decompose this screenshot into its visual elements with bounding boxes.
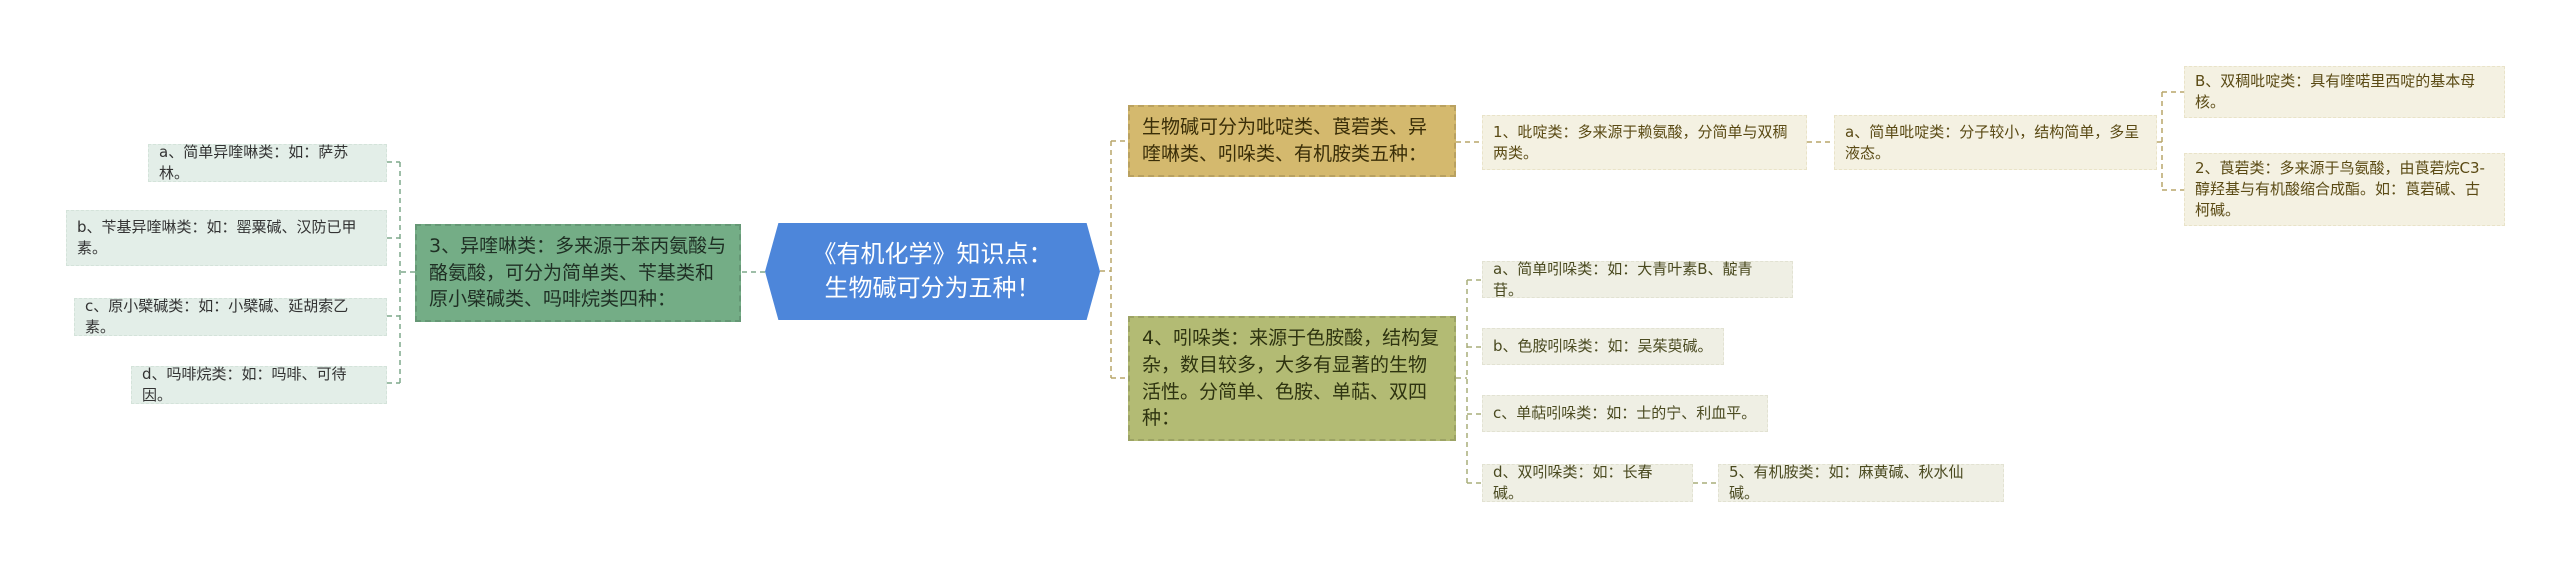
leaf-bis-indole[interactable]: d、双吲哚类：如：长春碱。 [1482,463,1693,502]
branch-isoquinoline[interactable]: 3、异喹啉类：多来源于苯丙氨酸与酪氨酸，可分为简单类、苄基类和原小檗碱类、吗啡烷… [415,224,741,322]
node-simple-pyridine[interactable]: a、简单吡啶类：分子较小，结构简单，多呈液态。 [1834,115,2157,170]
node-tropane[interactable]: 2、莨菪类：多来源于鸟氨酸，由莨菪烷C3-醇羟基与有机酸缩合成酯。如：莨菪碱、古… [2184,153,2505,226]
leaf-morphinan[interactable]: d、吗啡烷类：如：吗啡、可待因。 [131,365,387,404]
leaf-text: d、吗啡烷类：如：吗啡、可待因。 [142,365,347,404]
leaf-text: a、简单吲哚类：如：大青叶素B、靛青苷。 [1493,259,1753,299]
leaf-text: a、简单异喹啉类：如：萨苏林。 [159,143,349,182]
branch-five-types[interactable]: 生物碱可分为吡啶类、莨菪类、异喹啉类、吲哚类、有机胺类五种： [1128,105,1456,177]
branch-five-types-text: 生物碱可分为吡啶类、莨菪类、异喹啉类、吲哚类、有机胺类五种： [1142,116,1428,165]
branch-isoquinoline-text: 3、异喹啉类：多来源于苯丙氨酸与酪氨酸，可分为简单类、苄基类和原小檗碱类、吗啡烷… [429,235,727,311]
node-text: B、双稠吡啶类：具有喹喏里西啶的基本母核。 [2195,72,2476,111]
leaf-benzyl-isoquinoline[interactable]: b、苄基异喹啉类：如：罂粟碱、汉防已甲素。 [66,210,387,266]
leaf-text: d、双吲哚类：如：长春碱。 [1493,463,1653,502]
leaf-text: c、单萜吲哚类：如：士的宁、利血平。 [1493,404,1757,422]
leaf-text: c、原小檗碱类：如：小檗碱、延胡索乙素。 [85,297,349,336]
leaf-protoberberine[interactable]: c、原小檗碱类：如：小檗碱、延胡索乙素。 [74,297,387,336]
leaf-tryptamine-indole[interactable]: b、色胺吲哚类：如：吴茱萸碱。 [1482,328,1724,365]
node-organic-amines[interactable]: 5、有机胺类：如：麻黄碱、秋水仙碱。 [1718,463,2004,502]
leaf-simple-isoquinoline[interactable]: a、简单异喹啉类：如：萨苏林。 [148,143,387,182]
leaf-text: b、苄基异喹啉类：如：罂粟碱、汉防已甲素。 [77,218,357,257]
leaf-monoterpene-indole[interactable]: c、单萜吲哚类：如：士的宁、利血平。 [1482,395,1768,432]
node-text: a、简单吡啶类：分子较小，结构简单，多呈液态。 [1845,122,2140,162]
node-text: 1、吡啶类：多来源于赖氨酸，分简单与双稠两类。 [1493,122,1788,162]
central-topic[interactable]: 《有机化学》知识点：生物碱可分为五种！ [765,223,1100,320]
central-topic-text: 《有机化学》知识点：生物碱可分为五种！ [812,239,1053,302]
leaf-simple-indole[interactable]: a、简单吲哚类：如：大青叶素B、靛青苷。 [1482,259,1793,299]
node-pyridine[interactable]: 1、吡啶类：多来源于赖氨酸，分简单与双稠两类。 [1482,115,1807,170]
leaf-text: b、色胺吲哚类：如：吴茱萸碱。 [1493,337,1713,355]
branch-indole-text: 4、吲哚类：来源于色胺酸，结构复杂，数目较多，大多有显著的生物活性。分简单、色胺… [1142,327,1440,430]
node-text: 5、有机胺类：如：麻黄碱、秋水仙碱。 [1729,463,1964,502]
node-text: 2、莨菪类：多来源于鸟氨酸，由莨菪烷C3-醇羟基与有机酸缩合成酯。如：莨菪碱、古… [2195,159,2485,219]
branch-indole[interactable]: 4、吲哚类：来源于色胺酸，结构复杂，数目较多，大多有显著的生物活性。分简单、色胺… [1128,316,1456,441]
node-bicyclic-pyridine[interactable]: B、双稠吡啶类：具有喹喏里西啶的基本母核。 [2184,66,2505,118]
